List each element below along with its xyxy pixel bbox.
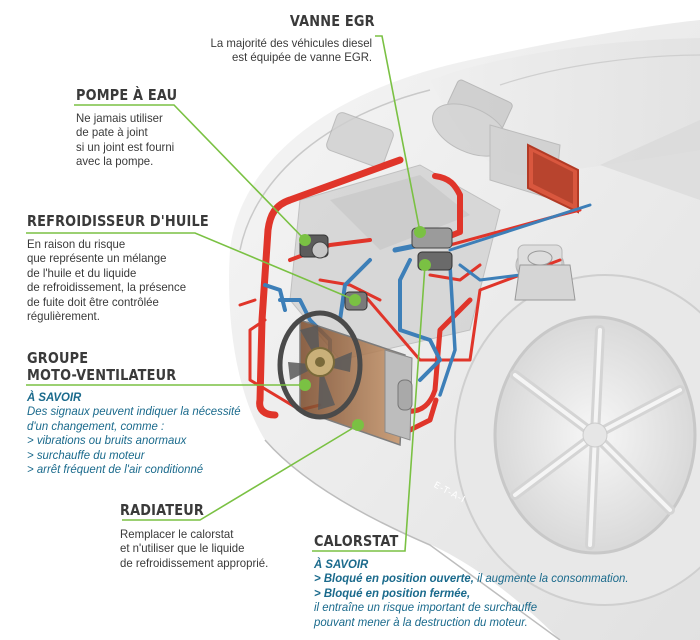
- dot-pompe-eau: [299, 234, 311, 246]
- cooling-fan: [277, 310, 363, 420]
- know-line-bold: > Bloqué en position ouverte,: [314, 571, 474, 586]
- know-line: > Bloqué en position ouverte, il augment…: [314, 571, 629, 585]
- leader-calorstat: [312, 264, 426, 552]
- wheel: [454, 274, 700, 606]
- text-line: de fuite doit être contrôlée: [27, 294, 159, 309]
- callout-calorstat-know: À SAVOIR > Bloqué en position ouverte, i…: [314, 557, 629, 629]
- text-line: La majorité des véhicules diesel: [210, 36, 372, 50]
- callout-groupe-title: GROUPE MOTO-VENTILATEUR: [27, 350, 176, 384]
- dot-radiateur: [352, 419, 364, 431]
- know-line: il entraîne un risque important de surch…: [314, 600, 538, 615]
- dot-refroidisseur: [349, 294, 361, 306]
- text-line: si un joint est fourni: [76, 139, 175, 154]
- leader-lines: [26, 35, 426, 552]
- callout-radiateur-text: Remplacer le calorstat et n'utiliser que…: [120, 527, 268, 570]
- callout-groupe-know: À SAVOIR Des signaux peuvent indiquer la…: [27, 390, 241, 476]
- text-line: et n'utiliser que le liquide: [120, 541, 245, 556]
- callout-calorstat-title: CALORSTAT: [314, 532, 399, 550]
- text-line: Remplacer le calorstat: [120, 527, 234, 541]
- know-heading: À SAVOIR: [314, 557, 369, 571]
- hot-hoses: [238, 156, 582, 433]
- title-line: MOTO-VENTILATEUR: [27, 366, 177, 384]
- text-line: est équipée de vanne EGR.: [231, 50, 372, 65]
- text-line: de refroidissement approprié.: [120, 555, 269, 570]
- know-line: > Bloqué en position fermée,: [314, 586, 629, 600]
- dot-groupe: [299, 379, 311, 391]
- callout-refroidisseur-text: En raison du risque que représente un mé…: [27, 237, 186, 323]
- expansion-tank: [514, 250, 576, 301]
- callout-pompe-eau-text: Ne jamais utiliser de pate à joint si un…: [76, 111, 174, 169]
- leader-dots: [299, 226, 431, 431]
- know-line: > vibrations ou bruits anormaux: [27, 433, 187, 448]
- know-heading: À SAVOIR: [27, 390, 82, 404]
- text-line: que représente un mélange: [27, 251, 167, 266]
- text-line: de refroidissement, la présence: [27, 280, 187, 295]
- leader-vanne-egr: [375, 35, 421, 233]
- text-line: de pate à joint: [76, 125, 148, 140]
- know-line: > surchauffe du moteur: [27, 447, 145, 462]
- leader-refroidisseur: [26, 232, 356, 301]
- know-line: d'un changement, comme :: [27, 418, 165, 433]
- dot-vanne-egr: [414, 226, 426, 238]
- text-line: régulièrement.: [27, 309, 100, 324]
- know-line: pouvant mener à la destruction du moteur…: [314, 614, 528, 629]
- know-line: > arrêt fréquent de l'air conditionné: [27, 462, 204, 477]
- text-line: Ne jamais utiliser: [76, 111, 163, 125]
- text-line: de l'huile et du liquide: [27, 265, 137, 280]
- dot-calorstat: [419, 259, 431, 271]
- text-line: avec la pompe.: [76, 154, 154, 169]
- know-line-bold: > Bloqué en position fermée,: [314, 585, 471, 600]
- leader-radiateur: [122, 424, 359, 521]
- callout-vanne-egr-text: La majorité des véhicules diesel est équ…: [210, 36, 372, 65]
- title-line: GROUPE: [27, 349, 89, 367]
- callout-pompe-eau-title: POMPE À EAU: [76, 86, 178, 104]
- callout-radiateur-title: RADIATEUR: [120, 501, 204, 519]
- text-line: En raison du risque: [27, 237, 126, 251]
- callout-refroidisseur-title: REFROIDISSEUR D'HUILE: [27, 212, 209, 230]
- callout-vanne-egr-title: VANNE EGR: [290, 12, 375, 30]
- know-line-rest: il augmente la consommation.: [473, 571, 629, 586]
- know-line: Des signaux peuvent indiquer la nécessit…: [27, 404, 241, 419]
- leader-pompe-eau: [74, 104, 306, 241]
